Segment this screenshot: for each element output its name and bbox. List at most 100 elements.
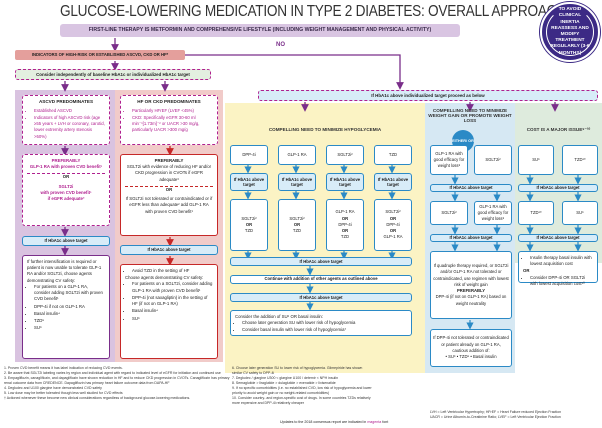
footnote: 10. Consider country- and region-specifi… <box>232 396 371 406</box>
hypo-if-above-wide: If HbA1c above target <box>230 257 412 266</box>
hypo-final-card: Consider the addition of SU⁶ OR basal in… <box>230 310 412 336</box>
weight-dpp-not-card: If DPP-4i not tolerated or contraindicat… <box>430 329 512 367</box>
cost-if-above-2: If HbA1c above target <box>518 234 598 242</box>
hf-ckd-further-item: SU⁶ <box>132 316 213 322</box>
ascvd-further-item: SU⁶ <box>34 325 105 331</box>
hypo-option: TZD <box>292 228 302 234</box>
updates-pre: Updates to the 2018 consensus report are… <box>280 420 368 424</box>
hypo-option: SGLT2i² <box>385 209 401 215</box>
ascvd-further-item: Basal insulin⁴ <box>34 311 105 317</box>
hf-ckd-heading: HF OR CKD PREDOMINATES <box>137 99 201 104</box>
ascvd-further-item: For patients on a GLP-1 RA, consider add… <box>34 284 105 303</box>
hf-ckd-avoid-tzd: Avoid TZD in the setting of HF <box>132 268 213 274</box>
ascvd-item: Established ASCVD <box>34 108 105 114</box>
cost-final-item: Consider DPP-4i OR SGLT2i with lowest ac… <box>530 275 593 287</box>
weight-second-sglt2i: SGLT2i² <box>430 201 468 225</box>
ascvd-option-glp1: GLP-1 RA with proven CVD benefit¹ <box>29 164 103 170</box>
footnote: 6. Choose later generation SU to lower r… <box>232 366 363 376</box>
hypo-if-above-2: If HbA1c above target <box>278 173 316 191</box>
weight-quad-card: If quadruple therapy required, or SGLT2i… <box>430 251 512 319</box>
footnote: 2. Be aware that SGLT2i labeling varies … <box>4 371 221 376</box>
cost-drug-su: SU⁶ <box>518 145 554 175</box>
footnote: 4. Degludec and U100 glargine have demon… <box>4 386 102 391</box>
hypo-option: DPP-4i <box>338 221 352 227</box>
hypo-or: OR <box>341 228 349 234</box>
hf-ckd-card: HF OR CKD PREDOMINATES Particularly HFrE… <box>120 95 218 145</box>
indicators-banner: INDICATORS OF HIGH-RISK OR ESTABLISHED A… <box>15 50 185 60</box>
ascvd-item: Indicators of high ASCVD risk (age ≥55 y… <box>34 115 105 140</box>
footnote: 9. If no specific comorbidities (i.e. no… <box>232 386 372 396</box>
ascvd-preferably-card: PREFERABLY GLP-1 RA with proven CVD bene… <box>22 154 110 226</box>
footnote: † Actioned whenever these become new cli… <box>4 396 191 401</box>
cost-final-item: Insulin therapy basal insulin with lowes… <box>530 255 593 267</box>
hf-ckd-item: Particularly HFrEF (LVEF <45%) <box>132 108 213 114</box>
ascvd-heading: ASCVD PREDOMINATES <box>38 99 94 104</box>
hypo-continue-box: Continue with addition of other agents a… <box>230 275 412 284</box>
cost-drug-tzd: TZD¹⁰ <box>562 145 598 175</box>
reassess-badge-text: TO AVOID CLINICAL INERTIA REASSESS AND M… <box>550 7 590 56</box>
hypoglycemia-heading: COMPELLING NEED TO MINIMIZE HYPOGLYCEMIA <box>268 127 382 132</box>
footnotes-left: 1. Proven CVD benefit means it has label… <box>4 366 234 401</box>
ascvd-card: ASCVD PREDOMINATES Established ASCVD Ind… <box>22 95 110 145</box>
cost-second-su: SU⁶ <box>562 201 598 225</box>
ascvd-further-item: TZD⁵ <box>34 318 105 324</box>
cost-second-tzd: TZD¹⁰ <box>518 201 554 225</box>
hypo-or: OR <box>245 221 253 227</box>
weight-dpp-not-text: If DPP-4i not tolerated or contraindicat… <box>433 335 509 353</box>
footnote: 8. Semaglutide > liraglutide > dulagluti… <box>232 381 336 386</box>
weight-preferably-label: PREFERABLY <box>457 288 485 294</box>
hf-ckd-preferably-label: PREFERABLY <box>154 158 184 163</box>
cost-or: OR <box>523 268 530 274</box>
hf-ckd-further-item: Basal insulin⁴ <box>132 308 213 314</box>
reassess-badge: TO AVOID CLINICAL INERTIA REASSESS AND M… <box>540 2 600 62</box>
weight-second-glp1ra: GLP-1 RA with good efficacy for weight l… <box>474 201 512 225</box>
page-title: GLUCOSE-LOWERING MEDICATION IN TYPE 2 DI… <box>60 3 566 20</box>
cost-if-above-1: If HbA1c above target <box>518 184 598 192</box>
hypo-second-line-4: SGLT2i² OR DPP-4i OR GLP-1 RA <box>374 199 412 251</box>
hypo-drug-tzd: TZD <box>374 145 412 165</box>
hypo-or: OR <box>389 215 397 221</box>
hypo-drug-glp1ra: GLP-1 RA <box>278 145 316 165</box>
hypo-if-above-4: If HbA1c above target <box>374 173 412 191</box>
hypo-final-item: Choose later generation SU with lower ri… <box>242 320 407 326</box>
footnote: 7. Degludec / glargine U300 < glargine U… <box>232 376 339 381</box>
hf-ckd-option-sglt2i: SGLT2i with evidence of reducing HF and/… <box>126 164 212 182</box>
hypo-final-item: Consider basal insulin with lower risk o… <box>242 327 407 333</box>
weight-quad-text: If quadruple therapy required, or SGLT2i… <box>433 262 509 287</box>
hf-ckd-option-glp1: If SGLT2i not tolerated or contraindicat… <box>125 196 213 214</box>
cost-heading: COST IS A MAJOR ISSUE⁹⁻¹⁰ <box>526 127 591 132</box>
hypo-option: GLP-1 RA <box>383 234 403 240</box>
hypo-or: OR <box>389 228 397 234</box>
abbreviations: LVH = Left Ventricular Hypertrophy; HFrE… <box>430 410 600 420</box>
hypo-drug-dpp4i: DPP-4i <box>230 145 268 165</box>
hf-ckd-if-above-target: If HbA1c above target <box>120 245 218 255</box>
weight-drug-glp1ra: GLP-1 RA with good efficacy for weight l… <box>430 145 468 175</box>
hypo-option: DPP-4i <box>386 221 400 227</box>
hypo-second-line-2: SGLT2i² OR TZD <box>278 199 316 251</box>
weight-drug-sglt2i: SGLT2i² <box>474 145 512 175</box>
hypo-second-line-3: GLP-1 RA OR DPP-4i OR TZD <box>326 199 364 251</box>
hypo-option: TZD <box>340 234 350 240</box>
hf-ckd-choose: Choose agents demonstrating CV safety: <box>125 275 204 281</box>
if-above-individualized-banner: If HbA1c above individualized target pro… <box>258 90 598 101</box>
footnote: 3. Empagliflozin, canagliflozin, and dap… <box>4 376 230 386</box>
no-label: NO <box>276 42 285 48</box>
abbreviation-line: UACR = Urine Albumin-to-Creatinine Ratio… <box>430 415 561 420</box>
updates-post: font <box>381 420 389 424</box>
weight-dpp-items: • SU⁶ • TZD⁵ • Basal insulin <box>445 354 497 360</box>
hypo-if-above-3: If HbA1c above target <box>326 173 364 191</box>
hypo-or: OR <box>341 215 349 221</box>
footnote: 5. Low dose may be better tolerated thou… <box>4 391 123 396</box>
first-line-therapy-banner: FIRST-LINE THERAPY IS METFORMIN AND COMP… <box>60 24 460 37</box>
hypo-option: TZD <box>244 228 254 234</box>
ascvd-further-card: If further intensification is required o… <box>22 255 110 359</box>
cost-final-card: Insulin therapy basal insulin with lowes… <box>518 251 598 286</box>
hf-ckd-item: CKD: Specifically eGFR 30-60 ml min⁻¹[1.… <box>132 115 213 134</box>
hypo-if-above-wide-2: If HbA1c above target <box>230 293 412 302</box>
hf-ckd-or: OR <box>125 185 213 193</box>
hypo-or: OR <box>293 221 301 227</box>
ascvd-or: OR <box>27 173 105 180</box>
hypo-option: SGLT2i² <box>289 215 305 221</box>
ascvd-preferably-label: PREFERABLY <box>51 158 81 163</box>
footnote: 1. Proven CVD benefit means it has label… <box>4 366 123 370</box>
